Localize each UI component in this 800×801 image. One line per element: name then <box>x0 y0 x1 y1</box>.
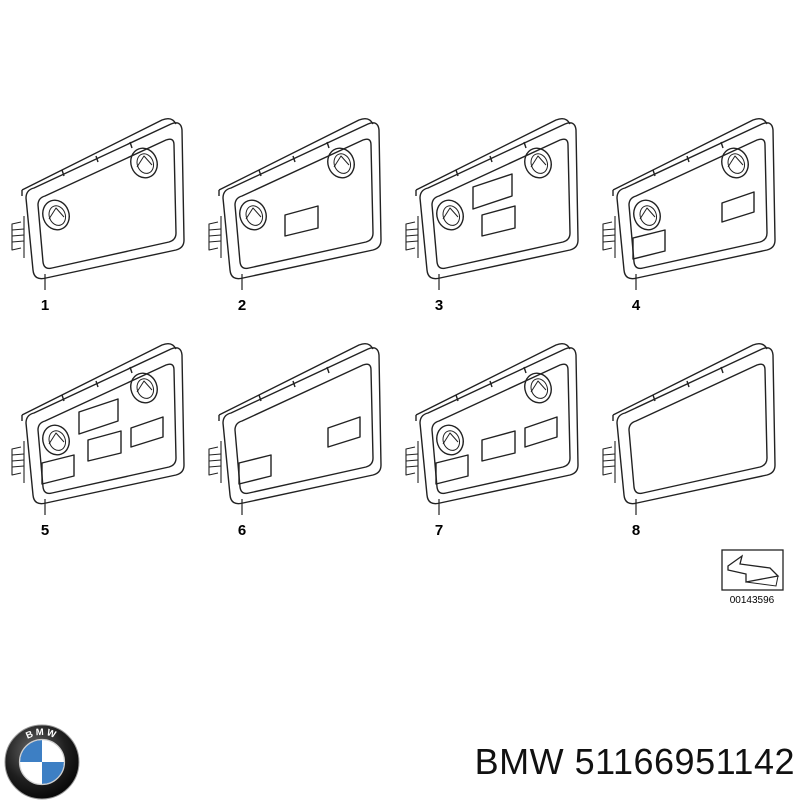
slot-left-low <box>435 454 469 485</box>
slot-left-low <box>632 229 666 260</box>
slot-center-low <box>481 205 516 237</box>
slot-right-high <box>327 416 361 448</box>
mounting-clip <box>602 441 616 483</box>
part-6 <box>208 342 382 505</box>
panel-frame-outer <box>419 122 579 280</box>
callout-5: 5 <box>40 522 50 539</box>
panel-frame-outer <box>222 347 382 505</box>
logo-quadrant-blue-br <box>42 762 64 784</box>
vent-right <box>327 147 355 179</box>
slot-center-low <box>481 430 516 462</box>
panel-frame-inner <box>37 138 177 270</box>
vent-right <box>524 372 552 404</box>
panel-frame-outer <box>616 122 776 280</box>
mounting-clip <box>208 216 222 258</box>
mounting-clip <box>405 441 419 483</box>
panel-top-rim <box>612 342 768 416</box>
panel-frame-inner <box>628 363 768 495</box>
panel-frame-outer <box>25 122 185 280</box>
part-1 <box>11 117 185 280</box>
vent-left <box>436 199 464 231</box>
callout-7: 7 <box>434 522 444 539</box>
mounting-clip <box>11 441 25 483</box>
part-8 <box>602 342 776 505</box>
vent-left <box>42 199 70 231</box>
slot-center-low <box>87 430 122 462</box>
slot-right-high <box>130 416 164 448</box>
mounting-clip <box>602 216 616 258</box>
vent-right <box>721 147 749 179</box>
vent-right <box>130 147 158 179</box>
callout-3: 3 <box>434 297 444 314</box>
panel-frame-inner <box>431 363 571 495</box>
part-number-caption: BMW 51166951142 <box>474 741 795 782</box>
panel-frame-outer <box>25 347 185 505</box>
panel-frame-inner <box>234 138 374 270</box>
panel-frame-outer <box>222 122 382 280</box>
bmw-roundel-logo: BMW <box>4 724 80 800</box>
panel-frame-inner <box>37 363 177 495</box>
vent-right <box>524 147 552 179</box>
part-7 <box>405 342 579 505</box>
reference-arrow-icon <box>721 549 784 591</box>
panel-top-rim <box>21 117 177 191</box>
callout-2: 2 <box>237 297 247 314</box>
part-5 <box>11 342 185 505</box>
svg-text:BMW: BMW <box>24 727 59 742</box>
vent-left <box>436 424 464 456</box>
vent-left <box>239 199 267 231</box>
panel-frame-outer <box>419 347 579 505</box>
panel-top-rim <box>218 342 374 416</box>
logo-letters: BMW <box>24 727 57 742</box>
panel-top-rim <box>218 117 374 191</box>
panel-top-rim <box>21 342 177 416</box>
slot-left-low <box>238 454 272 485</box>
vent-right <box>130 372 158 404</box>
mounting-clip <box>11 216 25 258</box>
panel-top-rim <box>415 342 571 416</box>
mounting-clip <box>405 216 419 258</box>
mounting-clip <box>208 441 222 483</box>
callout-6: 6 <box>237 522 247 539</box>
panel-frame-inner <box>431 138 571 270</box>
slot-center-high <box>78 398 119 435</box>
slot-left-low <box>41 454 75 485</box>
panel-frame-outer <box>616 347 776 505</box>
panel-top-rim <box>415 117 571 191</box>
vent-left <box>633 199 661 231</box>
part-2 <box>208 117 382 280</box>
slot-right-high <box>524 416 558 448</box>
slot-center-low <box>284 205 319 237</box>
reference-code: 00143596 <box>729 595 775 606</box>
part-4 <box>602 117 776 280</box>
callout-8: 8 <box>631 522 641 539</box>
panel-frame-inner <box>234 363 374 495</box>
logo-quadrant-blue-tl <box>20 740 42 762</box>
slot-right-high <box>721 191 755 223</box>
panel-top-rim <box>612 117 768 191</box>
vent-left <box>42 424 70 456</box>
slot-center-high <box>472 173 513 210</box>
callout-4: 4 <box>631 297 641 314</box>
panel-frame-inner <box>628 138 768 270</box>
part-3 <box>405 117 579 280</box>
callout-1: 1 <box>40 297 50 314</box>
